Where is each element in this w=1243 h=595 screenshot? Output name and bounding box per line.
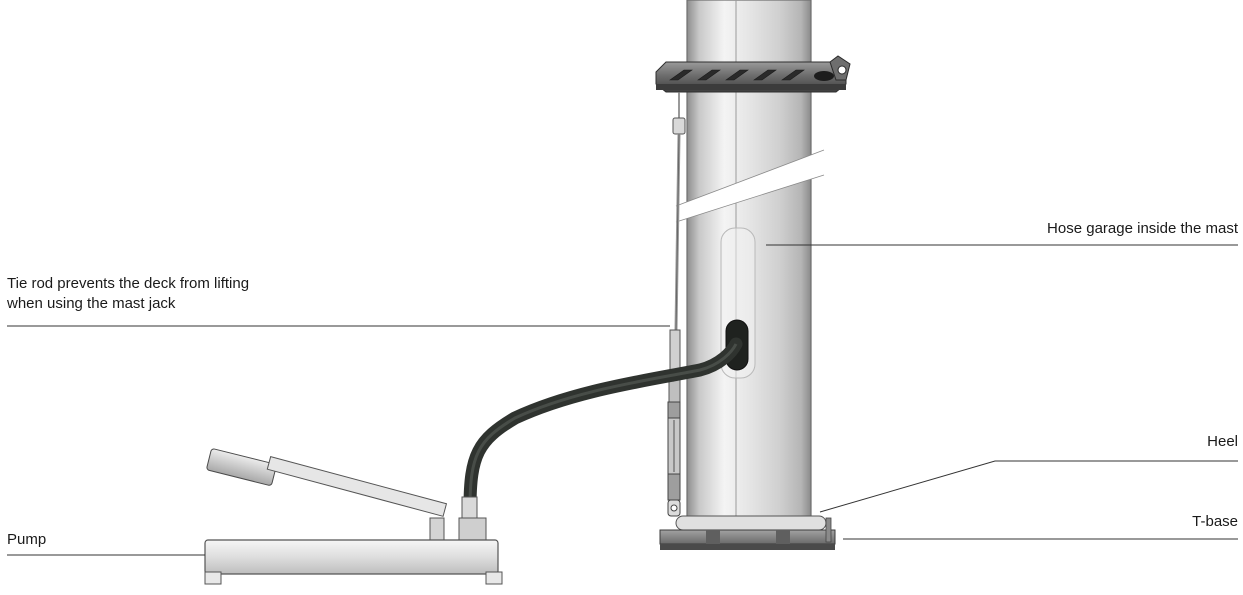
t-base xyxy=(659,515,836,550)
deck-collar xyxy=(655,55,851,93)
tie-rod-label-line-2: when using the mast jack xyxy=(7,295,176,312)
leader-lines xyxy=(7,244,1238,556)
pump-label: Pump xyxy=(7,531,47,548)
hose-garage-label: Hose garage inside the mast xyxy=(1047,220,1238,237)
tie-rod xyxy=(667,92,686,517)
tie-rod-label: Tie rod prevents the deck from lifting w… xyxy=(7,274,249,314)
t-base-label: T-base xyxy=(1192,513,1238,530)
tie-rod-label-line-1: Tie rod prevents the deck from lifting xyxy=(7,275,250,292)
pump xyxy=(204,448,503,585)
heel-label: Heel xyxy=(1207,433,1238,450)
